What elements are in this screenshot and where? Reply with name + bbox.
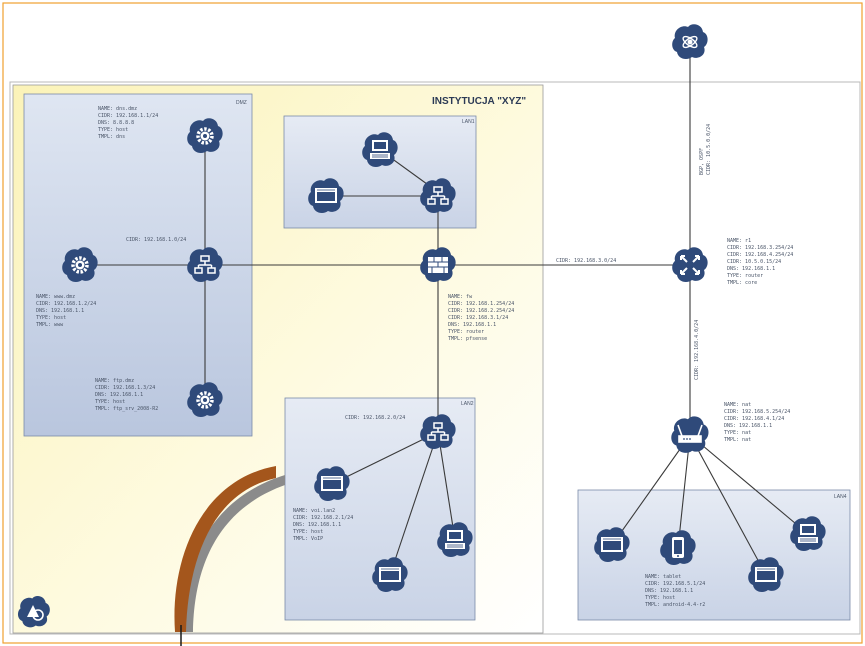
info-line: TYPE: router (727, 273, 763, 279)
fw-r1-cidr-label: CIDR: 192.168.3.0/24 (556, 258, 616, 264)
internet-icon[interactable] (672, 24, 708, 60)
gear-icon[interactable] (187, 118, 223, 154)
info-line: DNS: 192.168.1.1 (645, 588, 693, 594)
lan2-cidr-label: CIDR: 192.168.2.0/24 (345, 415, 405, 421)
lan4-zone-label: LAN4 (834, 494, 847, 500)
nat-info: NAME: nat CIDR: 192.168.5.254/24 CIDR: 1… (724, 402, 790, 443)
dmz-zone-label: DMZ (236, 100, 247, 106)
info-line: DNS: 192.168.1.1 (727, 266, 775, 272)
info-line: DNS: 192.168.1.1 (448, 322, 496, 328)
link-lan4-ws (689, 434, 809, 535)
workstation-icon[interactable] (437, 522, 473, 558)
info-line: CIDR: 192.168.5.1/24 (645, 581, 705, 587)
info-line: TMPL: core (727, 280, 757, 286)
router-icon[interactable] (672, 247, 708, 283)
dns-info: NAME: dns.dmz CIDR: 192.168.1.1/24 DNS: … (98, 106, 158, 140)
info-line: NAME: nat (724, 402, 751, 408)
lan2-zone-label: LAN2 (461, 401, 474, 407)
voip-info: NAME: voi.lan2 CIDR: 192.168.2.1/24 DNS:… (293, 508, 353, 542)
app-logo-icon (17, 596, 50, 628)
info-line: CIDR: 192.168.5.254/24 (724, 409, 790, 415)
info-line: CIDR: 192.168.2.1/24 (293, 515, 353, 521)
info-line: CIDR: 192.168.3.1/24 (448, 315, 508, 321)
monitor-icon[interactable] (314, 466, 350, 502)
info-line: NAME: dns.dmz (98, 106, 137, 112)
tablet-info: NAME: tablet CIDR: 192.168.5.1/24 DNS: 1… (645, 574, 705, 608)
link-lan2-monitor (389, 431, 439, 576)
gear-icon[interactable] (62, 247, 98, 283)
lan1-zone-label: LAN1 (462, 119, 475, 125)
info-line: CIDR: 10.5.0.15/24 (727, 259, 781, 265)
info-line: CIDR: 192.168.4.1/24 (724, 416, 784, 422)
gear-icon[interactable] (187, 382, 223, 418)
info-line: TYPE: nat (724, 430, 751, 436)
monitor-icon[interactable] (372, 557, 408, 593)
info-line: TMPL: android-4.4-r2 (645, 602, 705, 608)
info-line: TYPE: host (36, 315, 66, 321)
workstation-icon[interactable] (790, 516, 826, 552)
switch-icon[interactable] (420, 414, 456, 450)
info-line: TMPL: dns (98, 134, 125, 140)
info-line: NAME: r1 (727, 238, 751, 244)
info-line: NAME: voi.lan2 (293, 508, 335, 514)
link-lan2-voip (331, 431, 439, 485)
info-line: CIDR: 192.168.1.3/24 (95, 385, 155, 391)
info-line: TMPL: pfsense (448, 336, 487, 342)
info-line: CIDR: 192.168.1.254/24 (448, 301, 514, 307)
workstation-icon[interactable] (362, 132, 398, 168)
info-line: CIDR: 192.168.4.254/24 (727, 252, 793, 258)
info-line: TYPE: host (95, 399, 125, 405)
institution-title: INSTYTUCJA "XYZ" (432, 96, 526, 107)
internet-link-label-b: CIDR: 10.5.0.0/24 (706, 124, 712, 175)
info-line: NAME: tablet (645, 574, 681, 580)
info-line: TMPL: nat (724, 437, 751, 443)
info-line: NAME: ftp.dmz (95, 378, 134, 384)
info-line: DNS: 192.168.1.1 (293, 522, 341, 528)
info-line: CIDR: 192.168.1.2/24 (36, 301, 96, 307)
info-line: TMPL: VoIP (293, 536, 323, 542)
monitor-icon[interactable] (594, 527, 630, 563)
info-line: CIDR: 192.168.3.254/24 (727, 245, 793, 251)
link-lan4-tablet (677, 434, 691, 549)
info-line: CIDR: 192.168.1.1/24 (98, 113, 158, 119)
info-line: DNS: 192.168.1.1 (724, 423, 772, 429)
info-line: TYPE: host (293, 529, 323, 535)
link-lan2-ws (437, 431, 456, 541)
fw-info: NAME: fw CIDR: 192.168.1.254/24 CIDR: 19… (448, 294, 514, 342)
wifi-router-icon[interactable] (671, 416, 709, 453)
info-line: TYPE: host (98, 127, 128, 133)
dmz-cidr-label: CIDR: 192.168.1.0/24 (126, 237, 186, 243)
www-info: NAME: www.dmz CIDR: 192.168.1.2/24 DNS: … (36, 294, 96, 328)
link-lan4-monitor2 (689, 434, 767, 576)
info-line: NAME: www.dmz (36, 294, 75, 300)
connections (80, 42, 809, 576)
firewall-icon[interactable] (420, 247, 456, 283)
link-lan4-monitor1 (611, 434, 691, 546)
monitor-icon[interactable] (748, 557, 784, 593)
info-line: TYPE: host (645, 595, 675, 601)
info-line: DNS: 192.168.1.1 (36, 308, 84, 314)
internet-link-label-a: BGP, OSPF (699, 148, 705, 175)
info-line: CIDR: 192.168.2.254/24 (448, 308, 514, 314)
monitor-icon[interactable] (308, 178, 344, 214)
info-line: DNS: 8.8.8.8 (98, 120, 134, 126)
bracket-decoration (174, 466, 285, 646)
info-line: TYPE: router (448, 329, 484, 335)
info-line: NAME: fw (448, 294, 473, 300)
info-line: TMPL: ftp_srv_2008-R2 (95, 406, 158, 412)
info-line: TMPL: www (36, 322, 64, 328)
r1-info: NAME: r1 CIDR: 192.168.3.254/24 CIDR: 19… (727, 238, 793, 286)
tablet-icon[interactable] (660, 530, 696, 566)
info-line: DNS: 192.168.1.1 (95, 392, 143, 398)
switch-icon[interactable] (187, 247, 223, 283)
switch-icon[interactable] (420, 178, 456, 214)
ftp-info: NAME: ftp.dmz CIDR: 192.168.1.3/24 DNS: … (95, 378, 158, 412)
r1-nat-link-label: CIDR: 192.168.4.0/24 (694, 320, 700, 380)
